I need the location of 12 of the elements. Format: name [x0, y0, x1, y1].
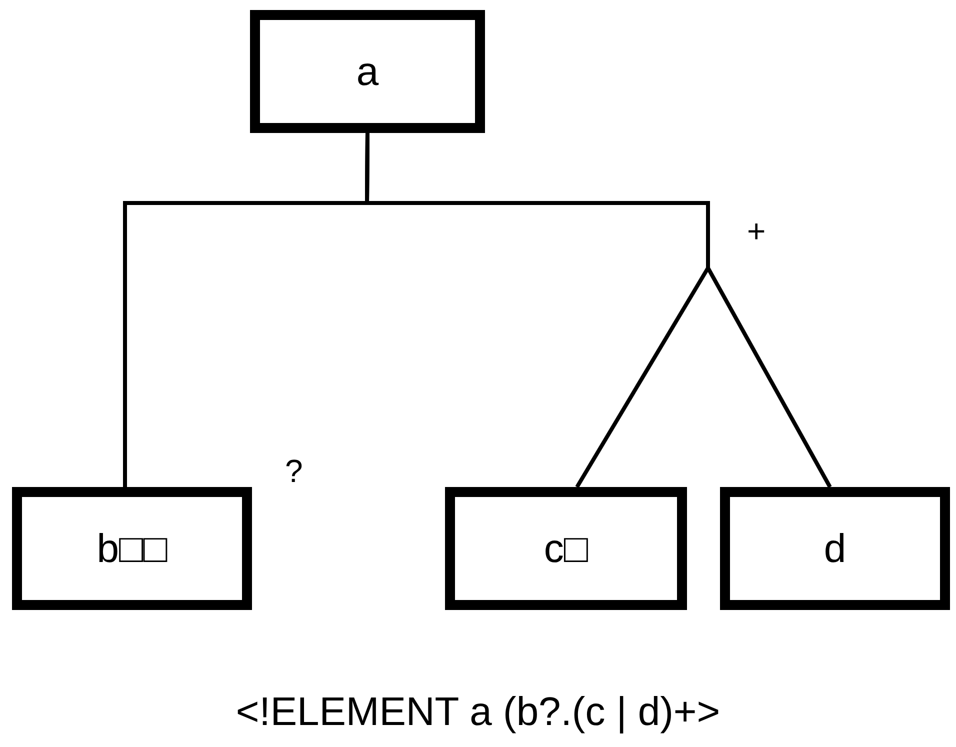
- occurrence-symbol: ?: [285, 455, 303, 487]
- element-box: [12, 487, 252, 610]
- connector-line: [364, 132, 832, 488]
- occurrence-symbol: +: [747, 215, 766, 247]
- element-name: c□: [544, 528, 588, 568]
- caption: <!ELEMENT a (b?.(c | d)+>: [236, 690, 720, 734]
- element-box: [720, 487, 950, 610]
- element-box: [445, 487, 687, 610]
- element-name: d: [824, 528, 846, 568]
- element-name: b□□: [96, 528, 168, 568]
- element-name: a: [356, 52, 379, 92]
- element-box: [250, 10, 485, 133]
